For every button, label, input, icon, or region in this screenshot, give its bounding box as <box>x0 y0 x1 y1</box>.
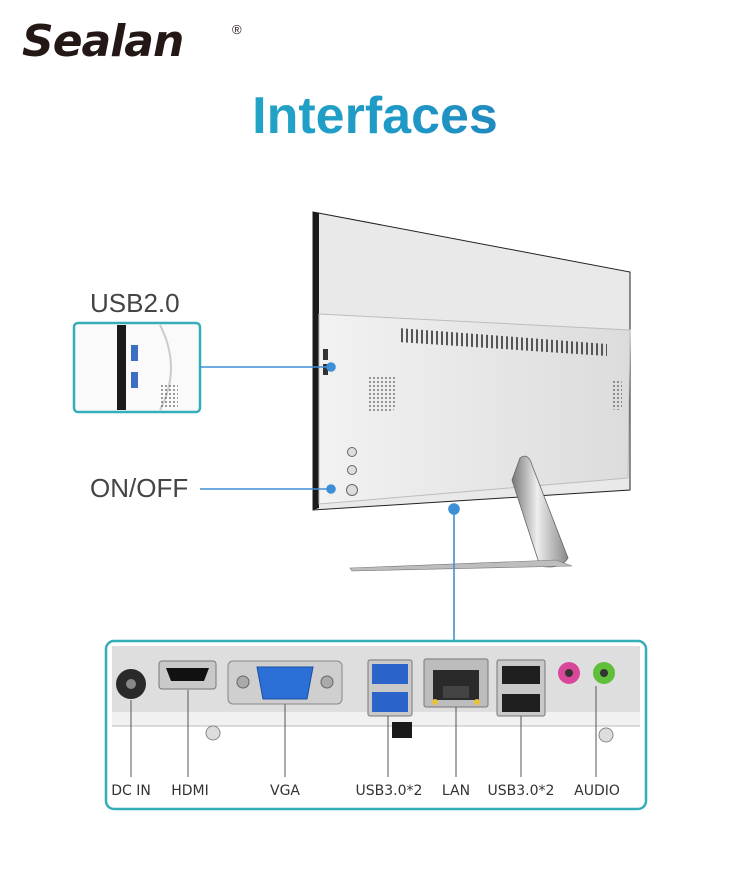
port-label-hdmi: HDMI <box>171 783 209 799</box>
port-label-audio: AUDIO <box>574 783 620 799</box>
on-off-callout-label: ON/OFF <box>90 473 189 503</box>
port-label-vga: VGA <box>269 783 301 799</box>
usb2-inset <box>72 321 202 414</box>
monitor-stand <box>349 455 573 572</box>
callout-lines <box>200 362 460 641</box>
port-label-usb3-right: USB3.0*2 <box>487 783 555 799</box>
registered-mark: ® <box>232 22 242 37</box>
port-label-dc-in: DC IN <box>111 783 151 799</box>
page-title: Interfaces <box>0 86 750 146</box>
port-label-usb3-left: USB3.0*2 <box>355 783 423 799</box>
usb2-callout-label: USB2.0 <box>90 288 180 318</box>
brand-logo: Sealan <box>22 16 184 67</box>
io-panel <box>104 639 648 811</box>
port-label-lan: LAN <box>441 783 471 799</box>
monitor-back <box>312 211 631 511</box>
